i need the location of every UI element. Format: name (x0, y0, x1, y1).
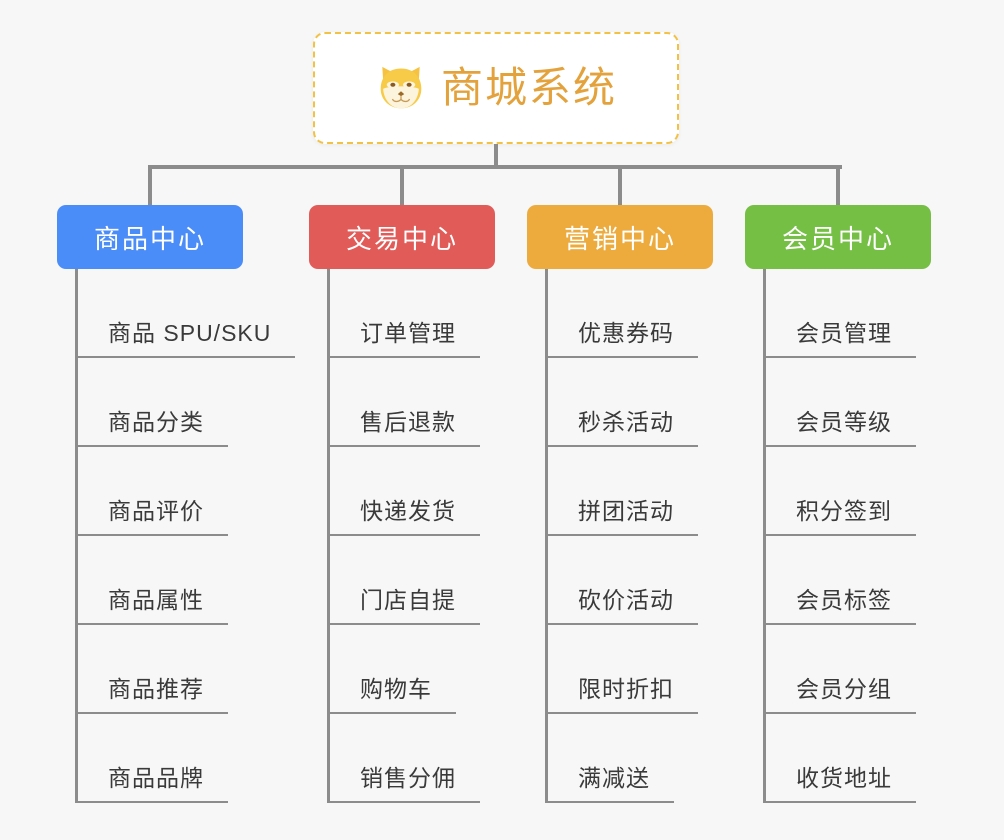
branch-column-product: 商品中心 商品 SPU/SKU 商品分类 商品评价 商品属性 商品推荐 商品品牌 (57, 205, 296, 803)
list-item[interactable]: 会员等级 (763, 358, 931, 447)
list-item[interactable]: 商品属性 (75, 536, 243, 625)
list-item[interactable]: 商品 SPU/SKU (75, 269, 296, 358)
list-item[interactable]: 秒杀活动 (545, 358, 713, 447)
connector-drop-2 (400, 165, 404, 205)
leaf-label: 商品分类 (75, 403, 228, 447)
shiba-dog-face-icon (380, 66, 422, 109)
connector-drop-4 (836, 165, 840, 205)
leaf-label: 商品属性 (75, 581, 228, 625)
leaf-label: 门店自提 (327, 581, 480, 625)
leaf-label: 商品品牌 (75, 759, 228, 803)
list-item[interactable]: 快递发货 (327, 447, 495, 536)
list-item[interactable]: 会员标签 (763, 536, 931, 625)
connector-root-stem (494, 144, 498, 168)
list-item[interactable]: 会员分组 (763, 625, 931, 714)
leaf-label: 拼团活动 (545, 492, 698, 536)
list-item[interactable]: 砍价活动 (545, 536, 713, 625)
connector-drop-3 (618, 165, 622, 205)
leaf-label: 售后退款 (327, 403, 480, 447)
leaf-label: 购物车 (327, 670, 456, 714)
root-title: 商城系统 (440, 64, 617, 111)
leaf-label: 秒杀活动 (545, 403, 698, 447)
branch-body-member: 会员管理 会员等级 积分签到 会员标签 会员分组 收货地址 (763, 269, 931, 803)
leaf-label: 会员分组 (763, 670, 916, 714)
leaf-label: 订单管理 (327, 314, 480, 358)
branch-body-marketing: 优惠券码 秒杀活动 拼团活动 砍价活动 限时折扣 满减送 (545, 269, 713, 803)
leaf-label: 商品评价 (75, 492, 228, 536)
branch-header-label: 商品中心 (93, 223, 206, 254)
leaf-label: 满减送 (545, 759, 674, 803)
leaf-label: 快递发货 (327, 492, 480, 536)
list-item[interactable]: 商品评价 (75, 447, 243, 536)
list-item[interactable]: 拼团活动 (545, 447, 713, 536)
list-item[interactable]: 销售分佣 (327, 714, 495, 803)
leaf-label: 积分签到 (763, 492, 916, 536)
branch-header-product[interactable]: 商品中心 (57, 205, 243, 269)
list-item[interactable]: 订单管理 (327, 269, 495, 358)
branch-body-product: 商品 SPU/SKU 商品分类 商品评价 商品属性 商品推荐 商品品牌 (75, 269, 296, 803)
leaf-label: 会员管理 (763, 314, 916, 358)
leaf-label: 商品 SPU/SKU (75, 314, 296, 358)
leaf-label: 砍价活动 (545, 581, 698, 625)
leaf-label: 销售分佣 (327, 759, 480, 803)
list-item[interactable]: 积分签到 (763, 447, 931, 536)
branch-column-trade: 交易中心 订单管理 售后退款 快递发货 门店自提 购物车 销售分佣 (309, 205, 495, 803)
leaf-label: 商品推荐 (75, 670, 228, 714)
branch-header-label: 营销中心 (563, 223, 676, 254)
leaf-label: 优惠券码 (545, 314, 698, 358)
branch-header-label: 交易中心 (345, 223, 458, 254)
branch-header-marketing[interactable]: 营销中心 (527, 205, 713, 269)
list-item[interactable]: 限时折扣 (545, 625, 713, 714)
branch-header-label: 会员中心 (781, 223, 894, 254)
leaf-label: 会员等级 (763, 403, 916, 447)
branch-header-trade[interactable]: 交易中心 (309, 205, 495, 269)
branch-column-member: 会员中心 会员管理 会员等级 积分签到 会员标签 会员分组 收货地址 (745, 205, 931, 803)
leaf-label: 限时折扣 (545, 670, 698, 714)
connector-drop-1 (148, 165, 152, 205)
list-item[interactable]: 门店自提 (327, 536, 495, 625)
list-item[interactable]: 优惠券码 (545, 269, 713, 358)
leaf-label: 收货地址 (763, 759, 916, 803)
list-item[interactable]: 购物车 (327, 625, 495, 714)
branch-header-member[interactable]: 会员中心 (745, 205, 931, 269)
list-item[interactable]: 商品品牌 (75, 714, 243, 803)
list-item[interactable]: 商品推荐 (75, 625, 243, 714)
branch-body-trade: 订单管理 售后退款 快递发货 门店自提 购物车 销售分佣 (327, 269, 495, 803)
list-item[interactable]: 满减送 (545, 714, 713, 803)
list-item[interactable]: 售后退款 (327, 358, 495, 447)
leaf-label: 会员标签 (763, 581, 916, 625)
list-item[interactable]: 会员管理 (763, 269, 931, 358)
root-node[interactable]: 商城系统 (313, 32, 679, 144)
connector-horizontal-bus (150, 165, 842, 169)
list-item[interactable]: 商品分类 (75, 358, 243, 447)
branch-column-marketing: 营销中心 优惠券码 秒杀活动 拼团活动 砍价活动 限时折扣 满减送 (527, 205, 713, 803)
list-item[interactable]: 收货地址 (763, 714, 931, 803)
